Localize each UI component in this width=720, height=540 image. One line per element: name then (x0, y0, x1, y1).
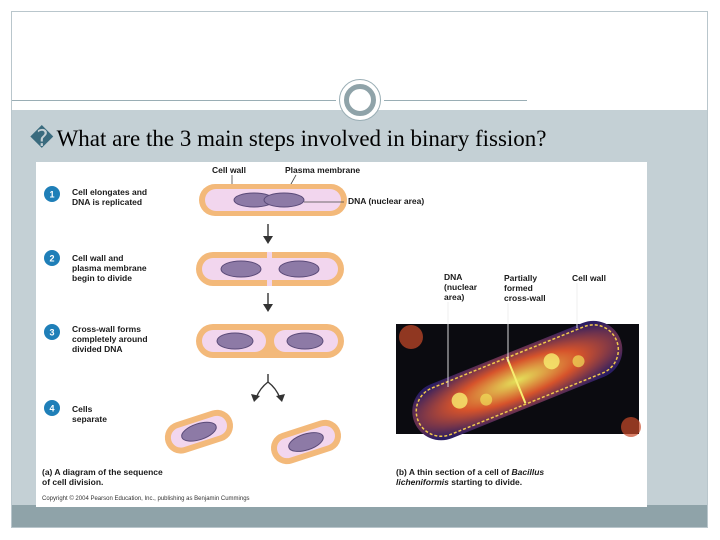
step-2-line-2: plasma membrane (72, 263, 147, 273)
step-3-number: 3 (49, 328, 54, 338)
question-text: What are the 3 main steps involved in bi… (56, 126, 547, 151)
step-2: 2 Cell wall and plasma membrane begin to… (44, 250, 344, 286)
step-2-number: 2 (49, 254, 54, 264)
step-3-line-3: divided DNA (72, 344, 123, 354)
slide-question: �What are the 3 main steps involved in b… (30, 126, 547, 152)
bullet-icon: � (30, 126, 54, 151)
caption-a-line-2: of cell division. (42, 477, 103, 487)
step-1-line-1: Cell elongates and (72, 187, 147, 197)
step-1-line-2: DNA is replicated (72, 197, 142, 207)
caption-b-line-1: (b) A thin section of a cell of Bacillus (396, 467, 544, 477)
copyright-text: Copyright © 2004 Pearson Education, Inc.… (42, 495, 250, 502)
micro-label-crosswall-2: formed (504, 283, 533, 293)
caption-b-line-2: licheniformis starting to divide. (396, 477, 522, 487)
micro-label-cell-wall: Cell wall (572, 273, 606, 283)
step-3: 3 Cross-wall forms completely around div… (44, 324, 344, 358)
micro-label-dna-3: area) (444, 292, 464, 302)
micro-label-crosswall-3: cross-wall (504, 293, 546, 303)
step-2-line-3: begin to divide (72, 273, 132, 283)
step-3-line-1: Cross-wall forms (72, 324, 141, 334)
label-plasma-membrane: Plasma membrane (285, 165, 360, 175)
step-2-line-1: Cell wall and (72, 253, 124, 263)
step-4-line-2: separate (72, 414, 107, 424)
micro-label-dna-1: DNA (444, 272, 462, 282)
step-4: 4 Cells separate (44, 400, 342, 465)
label-dna-nuclear-area: DNA (nuclear area) (348, 196, 424, 206)
step-1-number: 1 (49, 190, 54, 200)
label-cell-wall: Cell wall (212, 165, 246, 175)
step-4-number: 4 (49, 404, 54, 414)
micro-label-crosswall-1: Partially (504, 273, 537, 283)
micrograph-image (396, 320, 641, 441)
micro-label-dna-2: (nuclear (444, 282, 478, 292)
step-4-line-1: Cells (72, 404, 93, 414)
divider-right (384, 100, 527, 101)
footer-bar (12, 505, 707, 527)
caption-a-line-1: (a) A diagram of the sequence (42, 467, 163, 477)
circle-ornament-icon (339, 79, 381, 121)
binary-fission-figure: Cell wall Plasma membrane 1 Cell elongat… (36, 162, 647, 507)
step-1: 1 Cell elongates and DNA is replicated D… (44, 184, 424, 216)
slide-frame (11, 11, 708, 528)
divider-left (12, 100, 336, 101)
step-3-line-2: completely around (72, 334, 148, 344)
